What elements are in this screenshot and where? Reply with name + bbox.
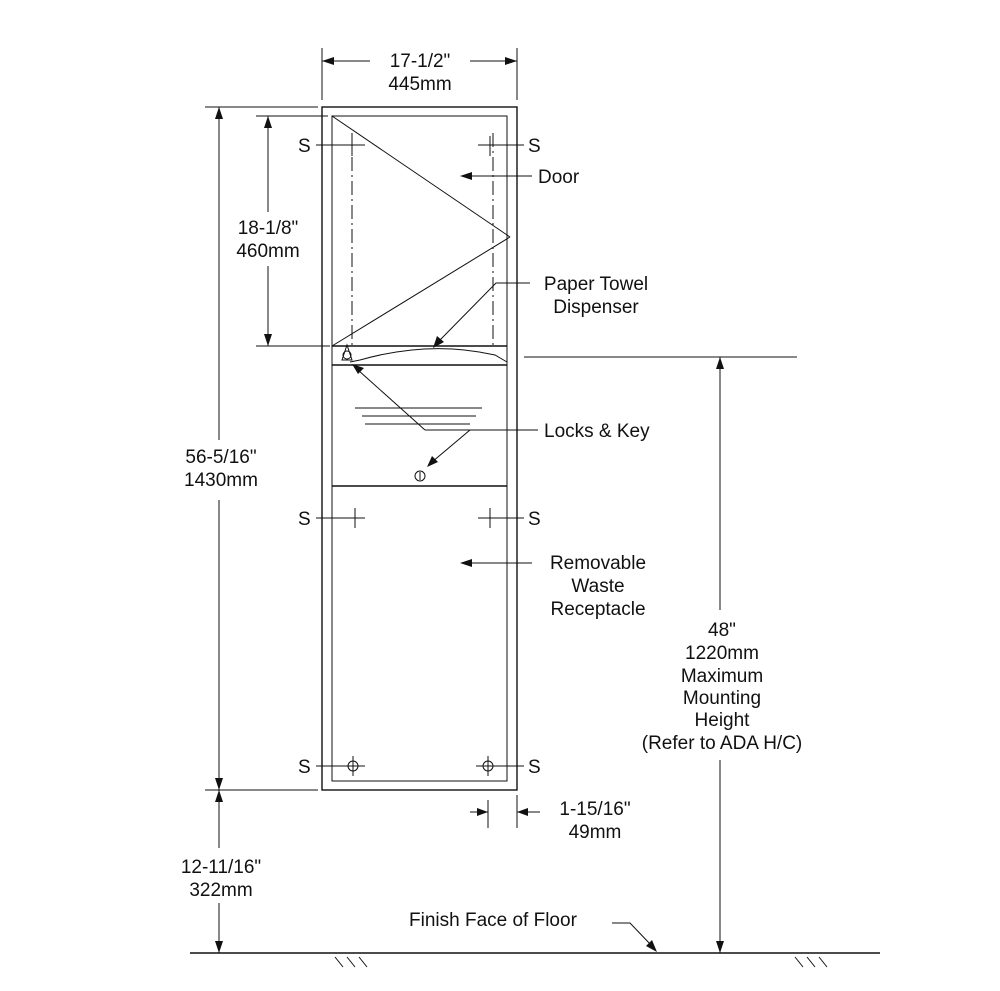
door-height-dimension: 18-1/8" 460mm xyxy=(236,115,330,347)
dispenser-tray-inner xyxy=(349,359,361,363)
dispenser-lock xyxy=(342,350,352,360)
callouts: Door Paper Towel Dispenser Locks & Key R… xyxy=(352,167,657,952)
dispenser-lock-bracket xyxy=(341,343,353,361)
leader-line xyxy=(357,369,426,431)
mounting-label-1: Maximum xyxy=(681,666,763,687)
overall-height-mm: 1430mm xyxy=(184,470,258,491)
dispenser-callout-line1: Paper Towel xyxy=(544,274,648,295)
arrowhead xyxy=(505,57,517,65)
mounting-label-3: Height xyxy=(695,710,751,731)
screw-label: S xyxy=(528,509,541,530)
cabinet-outer-frame xyxy=(321,106,518,791)
waste-lock xyxy=(414,470,426,482)
arrowhead xyxy=(716,357,724,369)
screw-label: S xyxy=(528,136,541,157)
arrowhead xyxy=(215,778,223,790)
floor-clearance-dimension: 12-11/16" 322mm xyxy=(181,790,261,953)
width-inches: 17-1/2" xyxy=(390,51,451,72)
door-diagonal-lower xyxy=(331,236,511,347)
dispenser-tray xyxy=(359,348,508,363)
floor-hatch xyxy=(806,956,816,968)
arrowhead xyxy=(264,334,272,346)
arrowhead xyxy=(477,808,488,816)
screw-label: S xyxy=(528,757,541,778)
screw-label: S xyxy=(298,136,311,157)
waste-callout-line3: Receptacle xyxy=(550,599,645,620)
arrowhead xyxy=(427,456,438,467)
floor-hatch xyxy=(794,956,804,968)
floor-clearance-inches: 12-11/16" xyxy=(181,857,261,878)
arrowhead xyxy=(215,107,223,119)
floor-hatch xyxy=(358,956,368,968)
arrowhead xyxy=(215,790,223,802)
dispenser-callout-line2: Dispenser xyxy=(553,297,639,318)
leader-line xyxy=(612,922,653,947)
locks-callout: Locks & Key xyxy=(544,421,650,442)
door-height-inches: 18-1/8" xyxy=(238,218,299,239)
screw-label: S xyxy=(298,509,311,530)
arrowhead xyxy=(646,940,657,952)
flange-inches: 1-15/16" xyxy=(559,799,630,820)
mounting-mm: 1220mm xyxy=(685,643,759,664)
flange-mm: 49mm xyxy=(569,822,622,843)
overall-height-inches: 56-5/16" xyxy=(185,447,256,468)
arrowhead xyxy=(460,172,472,180)
floor-hatch xyxy=(346,956,356,968)
waste-callout-line2: Waste xyxy=(571,576,624,597)
arrowhead xyxy=(322,57,334,65)
flange-dimension: 1-15/16" 49mm xyxy=(470,795,631,843)
waste-callout-line1: Removable xyxy=(550,553,646,574)
arrowhead xyxy=(433,336,444,348)
mounting-height-dimension: 48" 1220mm Maximum Mounting Height (Refe… xyxy=(524,356,803,953)
arrowhead xyxy=(352,364,364,374)
door-callout: Door xyxy=(538,167,580,188)
arrowhead xyxy=(716,941,724,953)
overall-height-dimension: 56-5/16" 1430mm xyxy=(184,106,318,791)
width-dimension: 17-1/2" 445mm xyxy=(321,48,518,100)
door-height-mm: 460mm xyxy=(236,241,299,262)
floor-hatch xyxy=(334,956,344,968)
mounting-label-4: (Refer to ADA H/C) xyxy=(642,733,803,754)
leader-line xyxy=(439,282,530,341)
leader-line xyxy=(431,429,471,463)
screw-label: S xyxy=(298,757,311,778)
arrowhead xyxy=(460,559,472,567)
mounting-inches: 48" xyxy=(708,620,736,641)
door-diagonal-upper xyxy=(331,115,511,238)
floor-clearance-mm: 322mm xyxy=(189,880,252,901)
mounting-label-2: Mounting xyxy=(683,688,761,709)
arrowhead xyxy=(264,116,272,128)
width-mm: 445mm xyxy=(388,74,451,95)
arrowhead xyxy=(517,808,528,816)
cabinet-inner-frame xyxy=(331,115,508,782)
arrowhead xyxy=(215,941,223,953)
screw-markers: S S S S S S xyxy=(298,136,541,778)
floor-callout: Finish Face of Floor xyxy=(409,910,578,931)
floor xyxy=(190,952,880,968)
floor-hatch xyxy=(818,956,828,968)
cabinet xyxy=(321,106,518,791)
